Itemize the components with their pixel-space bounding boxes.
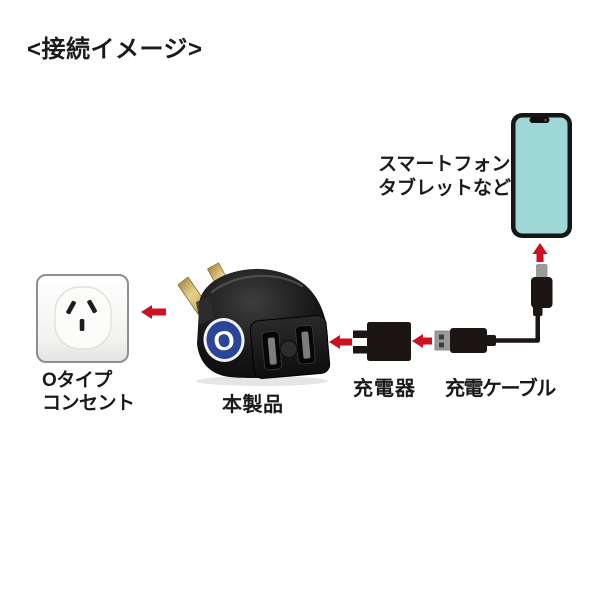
arrow-up-to-phone-icon bbox=[532, 243, 548, 262]
usb-c-body bbox=[531, 277, 553, 308]
flow-arrows bbox=[141, 243, 548, 349]
usb-a-hole-bottom bbox=[439, 342, 444, 348]
product-o-badge: O bbox=[203, 318, 245, 362]
outlet-label-line2: コンセント bbox=[42, 393, 135, 414]
outlet-label: Oタイプ コンセント bbox=[42, 369, 135, 415]
usb-a-strain-relief bbox=[486, 335, 496, 346]
phone-camera-pill-icon bbox=[529, 117, 550, 123]
outlet-slot-right-icon bbox=[87, 299, 97, 314]
front-screw-icon bbox=[279, 340, 298, 359]
usb-c-tip bbox=[536, 264, 548, 278]
charger-label: 充電器 bbox=[353, 378, 416, 400]
outlet-recess bbox=[54, 286, 112, 350]
smartphone-label-line2: タブレットなど bbox=[378, 178, 512, 199]
phone-screen bbox=[515, 117, 568, 234]
charger-illustration bbox=[353, 322, 411, 361]
smartphone-label-line1: スマートフォン bbox=[378, 154, 511, 175]
usb-a-body bbox=[450, 328, 487, 353]
product-adapter-illustration: O bbox=[177, 262, 331, 386]
front-slot-left-contact bbox=[267, 337, 277, 365]
cable-wire bbox=[495, 313, 540, 343]
smartphone-illustration bbox=[511, 113, 572, 238]
phone-camera-dot-icon bbox=[544, 118, 547, 122]
adapter-body-highlight bbox=[210, 274, 304, 294]
cable-label: 充電ケーブル bbox=[445, 378, 556, 400]
adapter-front-face bbox=[249, 315, 331, 379]
badge-disc bbox=[206, 321, 242, 359]
outlet-label-line1: Oタイプ bbox=[42, 370, 112, 391]
product-shadow bbox=[196, 376, 328, 386]
usb-a-hole-top bbox=[439, 334, 444, 340]
smartphone-label: スマートフォン タブレットなど bbox=[378, 153, 511, 201]
adapter-side-panel bbox=[196, 296, 214, 324]
arrow-left-to-charger-icon bbox=[412, 334, 432, 348]
charger-prong-bottom bbox=[353, 346, 369, 354]
badge-letter: O bbox=[211, 324, 237, 357]
charging-cable-illustration bbox=[434, 264, 553, 353]
outlet-slot-earth-icon bbox=[79, 319, 85, 331]
product-label: 本製品 bbox=[222, 394, 284, 416]
outlet-slot-left-icon bbox=[66, 300, 76, 315]
front-slot-right-contact bbox=[301, 331, 311, 359]
charger-body bbox=[367, 322, 411, 361]
arrow-left-to-product-icon bbox=[329, 335, 352, 349]
arrow-left-to-outlet-icon bbox=[141, 305, 166, 319]
diagram-title: <接続イメージ> bbox=[27, 36, 203, 63]
o-type-outlet-illustration bbox=[36, 274, 129, 363]
charger-prong-top bbox=[353, 330, 369, 338]
